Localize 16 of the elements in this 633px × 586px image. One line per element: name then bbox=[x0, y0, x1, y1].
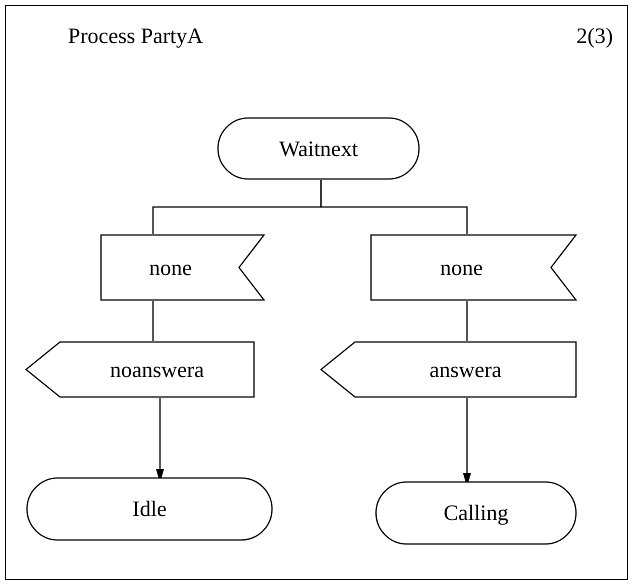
output-signal-box bbox=[320, 341, 577, 398]
input-signal-box bbox=[100, 234, 265, 301]
output-signal-box bbox=[25, 341, 255, 398]
process-title: Process PartyA bbox=[68, 22, 204, 50]
input-signal-box bbox=[370, 234, 577, 301]
connector-line bbox=[152, 301, 154, 341]
node-label: Waitnext bbox=[279, 134, 358, 162]
node-label: Idle bbox=[132, 495, 167, 523]
node-label: answera bbox=[429, 356, 502, 384]
connector-line bbox=[320, 180, 468, 234]
node-label: Calling bbox=[444, 499, 508, 527]
node-label: none bbox=[440, 254, 483, 282]
connector-line bbox=[466, 301, 468, 341]
node-label: noanswera bbox=[110, 356, 204, 384]
page-number: 2(3) bbox=[576, 22, 613, 50]
node-label: none bbox=[149, 254, 192, 282]
